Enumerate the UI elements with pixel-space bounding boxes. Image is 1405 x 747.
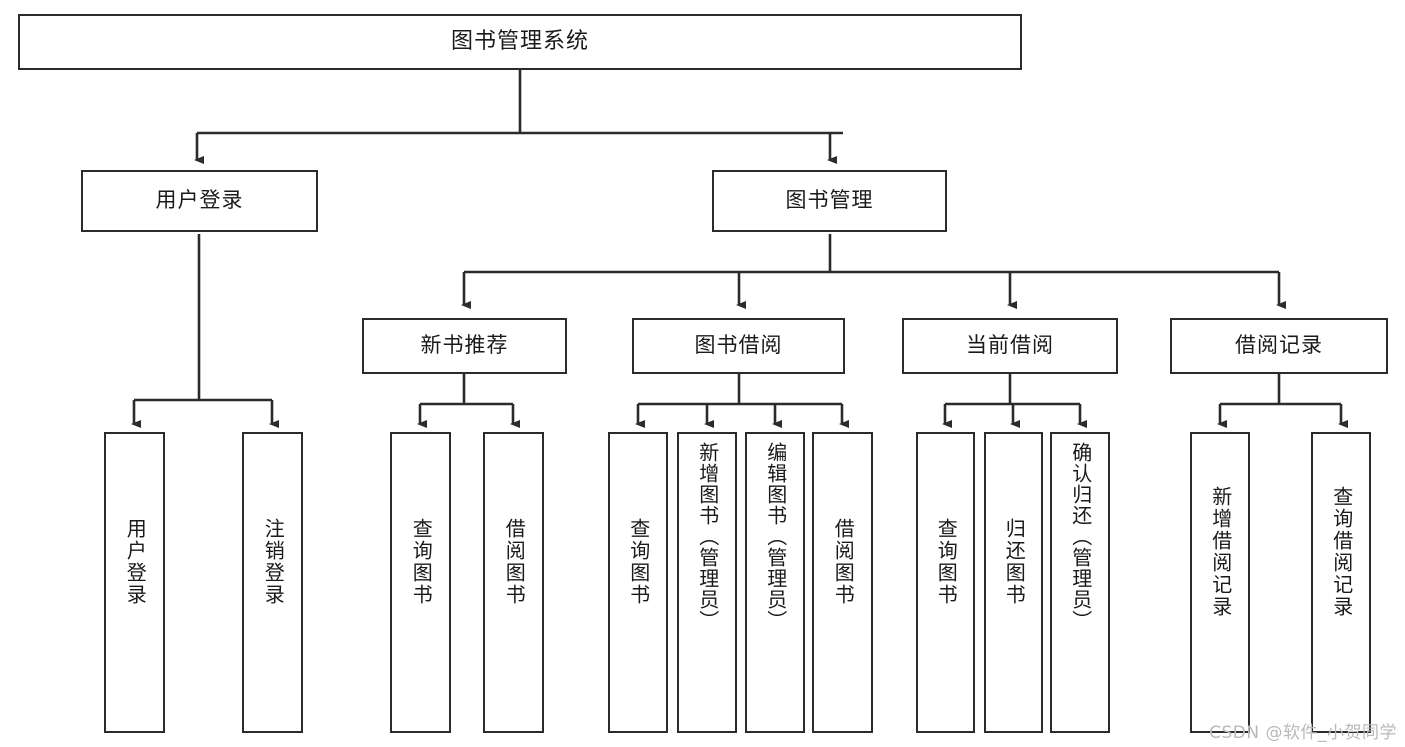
leaf-borrow-borrow-book[interactable]: 借阅图书 — [812, 432, 873, 733]
leaf-label: 归还图书 — [1002, 518, 1027, 606]
node-user-login[interactable]: 用户登录 — [81, 170, 318, 232]
leaf-label: 用户登录 — [123, 518, 148, 606]
leaf-label: 借阅图书 — [831, 518, 856, 606]
leaf-current-return-book[interactable]: 归还图书 — [984, 432, 1043, 733]
node-new-book-recommend[interactable]: 新书推荐 — [362, 318, 567, 374]
node-borrow-records[interactable]: 借阅记录 — [1170, 318, 1388, 374]
leaf-current-query-book[interactable]: 查询图书 — [916, 432, 975, 733]
leaf-label: 借阅图书 — [502, 518, 527, 606]
leaf-user-login-login[interactable]: 用户登录 — [104, 432, 165, 733]
leaf-new-book-query[interactable]: 查询图书 — [390, 432, 451, 733]
leaf-label: 注销登录 — [261, 518, 286, 606]
leaf-label: 新增借阅记录 — [1208, 486, 1233, 618]
leaf-label: 查询图书 — [934, 518, 959, 606]
leaf-borrow-query-book[interactable]: 查询图书 — [608, 432, 668, 733]
csdn-watermark: CSDN @软件_小贺同学 — [1209, 723, 1397, 743]
leaf-user-login-logout[interactable]: 注销登录 — [242, 432, 303, 733]
node-book-borrow[interactable]: 图书借阅 — [632, 318, 845, 374]
leaf-label: 新增图书（管理员） — [695, 442, 720, 631]
leaf-new-book-borrow[interactable]: 借阅图书 — [483, 432, 544, 733]
leaf-records-add-record[interactable]: 新增借阅记录 — [1190, 432, 1250, 733]
leaf-records-query-record[interactable]: 查询借阅记录 — [1311, 432, 1371, 733]
leaf-label: 查询图书 — [409, 518, 434, 606]
leaf-label: 编辑图书（管理员） — [763, 442, 788, 631]
leaf-label: 查询图书 — [626, 518, 651, 606]
leaf-current-confirm-return-admin[interactable]: 确认归还（管理员） — [1050, 432, 1110, 733]
leaf-borrow-add-book-admin[interactable]: 新增图书（管理员） — [677, 432, 737, 733]
node-current-borrow[interactable]: 当前借阅 — [902, 318, 1118, 374]
node-book-management[interactable]: 图书管理 — [712, 170, 947, 232]
leaf-borrow-edit-book-admin[interactable]: 编辑图书（管理员） — [745, 432, 805, 733]
node-root-system[interactable]: 图书管理系统 — [18, 14, 1022, 70]
leaf-label: 确认归还（管理员） — [1068, 442, 1093, 631]
leaf-label: 查询借阅记录 — [1329, 486, 1354, 618]
